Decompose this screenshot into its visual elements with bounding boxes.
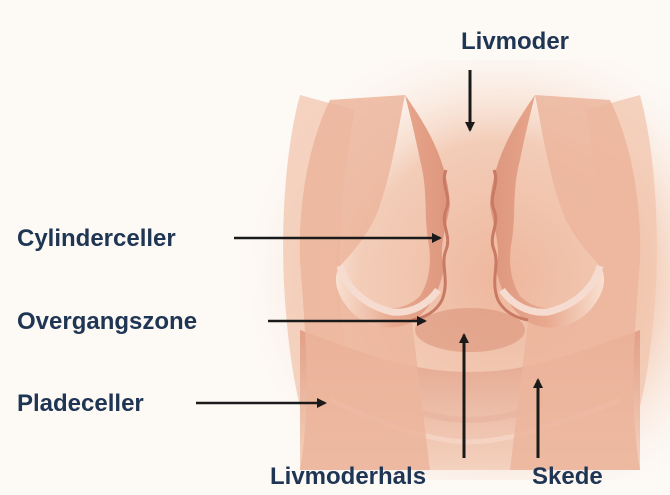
label-pladeceller: Pladeceller bbox=[17, 392, 144, 416]
external-os bbox=[415, 308, 525, 352]
label-cylinderceller: Cylinderceller bbox=[17, 227, 176, 251]
label-livmoder: Livmoder bbox=[461, 30, 569, 54]
label-overgangszone: Overgangszone bbox=[17, 310, 197, 334]
label-livmoderhals: Livmoderhals bbox=[270, 465, 426, 489]
label-skede: Skede bbox=[532, 465, 603, 489]
